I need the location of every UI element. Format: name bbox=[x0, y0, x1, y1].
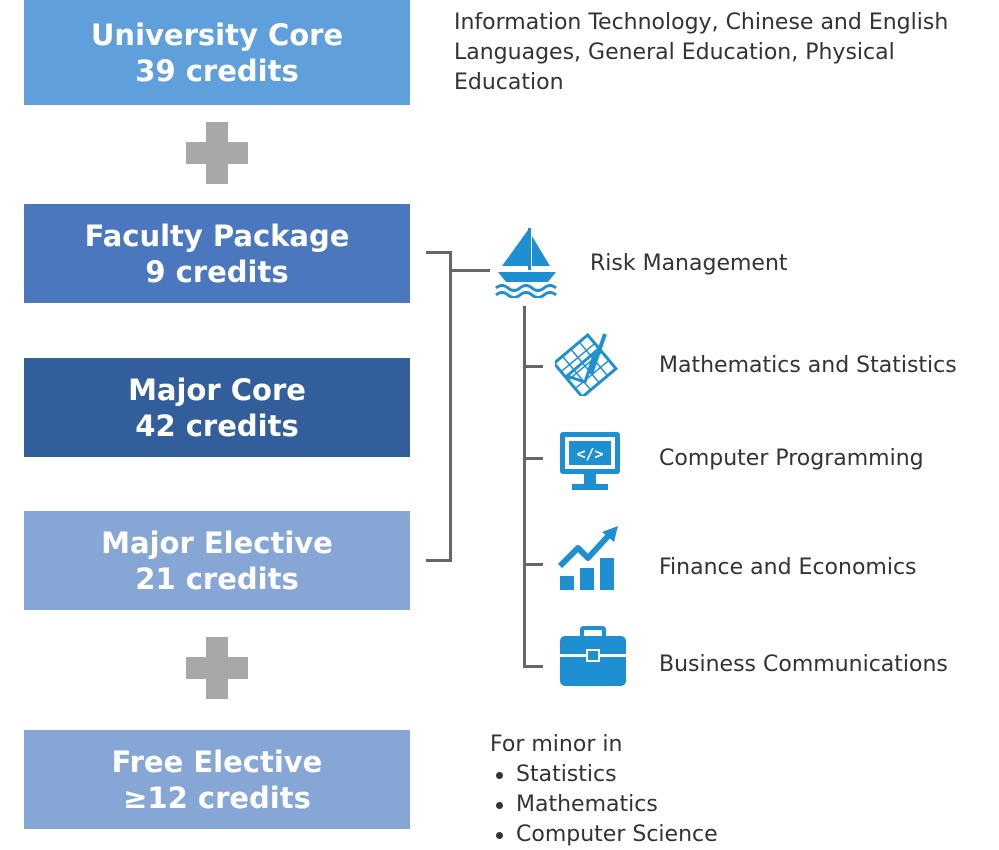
bracket-bottom bbox=[426, 559, 452, 562]
box-credits: 42 credits bbox=[135, 408, 299, 443]
box-title: Major Core bbox=[128, 372, 306, 407]
tree-branch bbox=[523, 457, 543, 460]
component-label: Finance and Economics bbox=[659, 555, 917, 580]
box-credits: 9 credits bbox=[145, 254, 289, 289]
plus-icon bbox=[186, 637, 248, 699]
faculty-package-box: Faculty Package 9 credits bbox=[24, 204, 410, 303]
box-credits: ≥12 credits bbox=[123, 780, 311, 815]
component-label: Mathematics and Statistics bbox=[659, 353, 957, 378]
university-core-box: University Core 39 credits bbox=[24, 0, 410, 105]
bracket-connector bbox=[452, 269, 490, 272]
university-core-description: Information Technology, Chinese and Engl… bbox=[454, 10, 949, 95]
list-item: Mathematics bbox=[490, 790, 870, 820]
bracket-top bbox=[426, 251, 452, 254]
component-label: Business Communications bbox=[659, 652, 948, 677]
box-credits: 39 credits bbox=[135, 53, 299, 88]
sailboat-icon bbox=[492, 226, 562, 302]
box-title: University Core bbox=[90, 17, 344, 52]
briefcase-icon bbox=[558, 626, 628, 692]
code-monitor-icon: </> bbox=[558, 430, 624, 498]
box-title: Major Elective bbox=[101, 525, 333, 560]
list-item: Statistics bbox=[490, 760, 870, 790]
bracket-spine bbox=[449, 251, 452, 562]
box-title: Faculty Package bbox=[84, 218, 350, 253]
minor-list: Statistics Mathematics Computer Science bbox=[490, 760, 870, 850]
math-drafting-icon bbox=[551, 330, 621, 400]
growth-chart-icon bbox=[557, 526, 620, 596]
minor-section: For minor in Statistics Mathematics Comp… bbox=[490, 730, 870, 850]
free-elective-box: Free Elective ≥12 credits bbox=[24, 730, 410, 829]
risk-management-label: Risk Management bbox=[590, 251, 788, 276]
tree-branch bbox=[523, 365, 543, 368]
minor-intro: For minor in bbox=[490, 732, 623, 757]
major-core-box: Major Core 42 credits bbox=[24, 358, 410, 457]
component-label: Computer Programming bbox=[659, 446, 924, 471]
box-title: Free Elective bbox=[111, 744, 323, 779]
plus-icon bbox=[186, 122, 248, 184]
tree-branch bbox=[523, 665, 543, 668]
svg-text:</>: </> bbox=[576, 445, 603, 463]
tree-spine bbox=[523, 306, 526, 668]
box-credits: 21 credits bbox=[135, 561, 299, 596]
list-item: Computer Science bbox=[490, 820, 870, 850]
tree-branch bbox=[523, 563, 543, 566]
major-elective-box: Major Elective 21 credits bbox=[24, 511, 410, 610]
